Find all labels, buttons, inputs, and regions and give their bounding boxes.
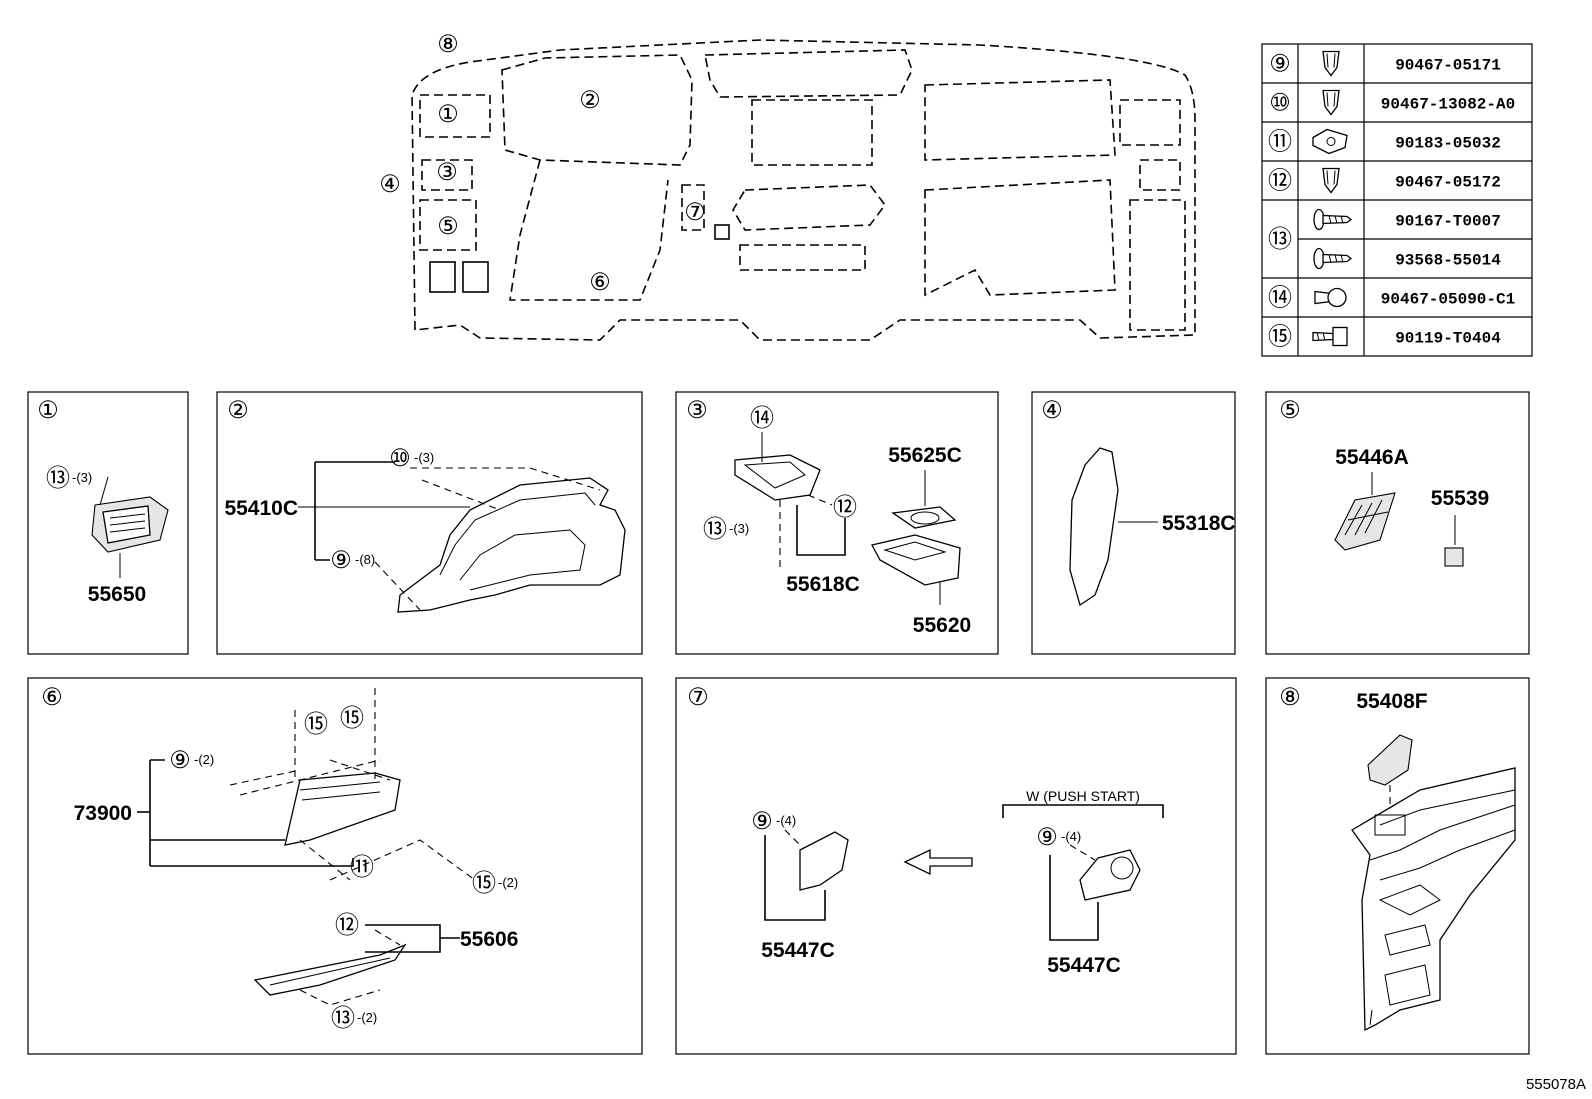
panel-1-frame xyxy=(27,391,189,655)
p7-part-number-1: 55447C xyxy=(761,939,835,962)
p3-callout-2-ref: ⑫ xyxy=(833,494,857,521)
panel-ref-p2: ② xyxy=(227,397,249,424)
panel-3 xyxy=(734,432,961,605)
panel-ref-p5: ⑤ xyxy=(1279,397,1301,424)
nut-clip-icon xyxy=(1312,128,1348,155)
p2-callout-1-qty: -(3) xyxy=(414,450,434,465)
p6-part-number-1: 73900 xyxy=(74,802,132,825)
fastener-ref-6: ⑭ xyxy=(1268,285,1292,312)
panel-8 xyxy=(1351,734,1516,1032)
overview-callout-8: ⑧ xyxy=(437,31,459,58)
overview-callout-6: ⑥ xyxy=(589,269,611,296)
push-clip-icon xyxy=(1322,167,1340,194)
panel-5 xyxy=(1334,472,1464,567)
p5-part-number-1: 55446A xyxy=(1335,446,1409,469)
pin-clip-icon xyxy=(1314,287,1347,308)
p2-callout-2-ref: ⑨ xyxy=(330,547,352,574)
panel-6 xyxy=(137,688,476,1006)
fastener-part-number: 93568-55014 xyxy=(1395,252,1501,270)
p6-callout-5-ref: ⑮ xyxy=(472,870,496,897)
fastener-part-number: 90183-05032 xyxy=(1395,135,1501,153)
p1-callout-1-ref: ⑬ xyxy=(46,465,70,492)
fastener-part-number: 90467-05171 xyxy=(1395,57,1501,75)
p5-part-number-2: 55539 xyxy=(1431,487,1489,510)
p6-callout-2-ref: ⑮ xyxy=(340,705,364,732)
fastener-part-number: 90119-T0404 xyxy=(1395,330,1501,348)
p3-callout-3-qty: -(3) xyxy=(729,521,749,536)
overview-callouts: ① ② ③ ④ ⑤ ⑥ ⑦ ⑧ xyxy=(379,31,706,296)
fastener-ref-4: ⑬ xyxy=(1268,226,1292,253)
p2-callout-2-qty: -(8) xyxy=(355,552,375,567)
push-clip-icon xyxy=(1322,89,1340,116)
p8-part-number: 55408F xyxy=(1356,690,1427,713)
p6-part-number-2: 55606 xyxy=(460,928,518,951)
p1-part-number: 55650 xyxy=(88,583,146,606)
overview-callout-2: ② xyxy=(579,87,601,114)
p6-callout-7-ref: ⑬ xyxy=(331,1005,355,1032)
p3-part-number-1: 55625C xyxy=(888,444,962,467)
p7-callout-1-ref: ⑨ xyxy=(751,808,773,835)
p3-part-number-2: 55618C xyxy=(786,573,860,596)
fastener-part-number: 90467-05090-C1 xyxy=(1381,291,1515,309)
p3-callout-1-ref: ⑭ xyxy=(750,405,774,432)
panel-7-frame xyxy=(675,677,1237,1055)
panel-2-frame xyxy=(216,391,643,655)
dashboard-overview xyxy=(411,39,1196,341)
overview-callout-5: ⑤ xyxy=(437,213,459,240)
fastener-part-number: 90467-05172 xyxy=(1395,174,1501,192)
p6-callout-6-ref: ⑫ xyxy=(335,912,359,939)
panel-4 xyxy=(1069,447,1158,607)
overview-callout-7: ⑦ xyxy=(684,199,706,226)
fastener-ref-7: ⑮ xyxy=(1268,324,1292,351)
panel-ref-p8: ⑧ xyxy=(1279,684,1301,711)
push-clip-icon xyxy=(1322,50,1340,77)
p2-callout-1-ref: ⑩ xyxy=(389,445,411,472)
overview-callout-3: ③ xyxy=(436,159,458,186)
fastener-ref-2: ⑪ xyxy=(1268,129,1292,156)
panel-4-frame xyxy=(1031,391,1236,655)
p6-callout-4-ref: ⑪ xyxy=(350,854,374,881)
p7-part-number-2: 55447C xyxy=(1047,954,1121,977)
panel-ref-p1: ① xyxy=(37,397,59,424)
panel-2 xyxy=(298,461,626,613)
panel-ref-p3: ③ xyxy=(686,397,708,424)
p3-callout-3-ref: ⑬ xyxy=(703,516,727,543)
fastener-part-number: 90467-13082-A0 xyxy=(1381,96,1515,114)
panel-3-frame xyxy=(675,391,999,655)
fastener-ref-1: ⑩ xyxy=(1269,90,1291,117)
p7-callout-1-qty: -(4) xyxy=(776,813,796,828)
p4-part-number: 55318C xyxy=(1162,512,1236,535)
fastener-part-number: 90167-T0007 xyxy=(1395,213,1501,231)
fastener-ref-0: ⑨ xyxy=(1269,51,1291,78)
p2-part-number: 55410C xyxy=(224,497,298,520)
fastener-table: ⑨ 90467-05171 ⑩ 90467-13082-A0 ⑪ 90183-05032 ⑫… xyxy=(1261,43,1533,357)
p6-callout-3-qty: -(2) xyxy=(194,752,214,767)
overview-callout-1: ① xyxy=(437,101,459,128)
p6-callout-7-qty: -(2) xyxy=(357,1010,377,1025)
panel-5-frame xyxy=(1265,391,1530,655)
p1-callout-1-qty: -(3) xyxy=(72,470,92,485)
panel-ref-p4: ④ xyxy=(1041,397,1063,424)
diagram-code: 555078A xyxy=(1525,1076,1586,1093)
overview-callout-4: ④ xyxy=(379,171,401,198)
fastener-ref-3: ⑫ xyxy=(1268,168,1292,195)
bolt-icon xyxy=(1312,326,1348,347)
screw-icon xyxy=(1313,208,1353,231)
p7-variant-label: W (PUSH START) xyxy=(1026,788,1140,804)
screw-icon xyxy=(1313,247,1353,270)
p6-callout-1-ref: ⑮ xyxy=(304,711,328,738)
panel-7 xyxy=(764,804,1164,941)
panel-6-frame xyxy=(27,677,643,1055)
panel-ref-p6: ⑥ xyxy=(41,684,63,711)
p3-part-number-3: 55620 xyxy=(913,614,971,637)
p6-callout-3-ref: ⑨ xyxy=(169,747,191,774)
panel-8-frame xyxy=(1265,677,1530,1055)
p6-callout-5-qty: -(2) xyxy=(498,875,518,890)
panel-ref-p7: ⑦ xyxy=(687,684,709,711)
p7-callout-2-qty: -(4) xyxy=(1061,829,1081,844)
panel-1 xyxy=(91,476,169,578)
p7-callout-2-ref: ⑨ xyxy=(1036,824,1058,851)
